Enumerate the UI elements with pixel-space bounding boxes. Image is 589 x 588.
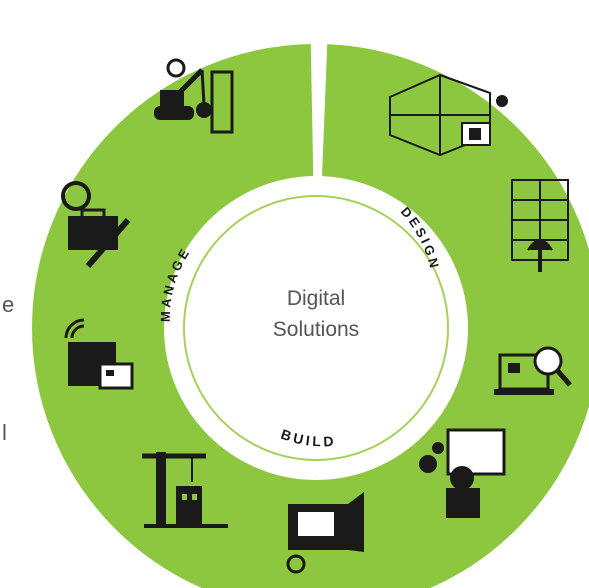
edge-fragment-lower: l [2, 420, 7, 445]
inner-disk [164, 176, 468, 480]
inner-ring [183, 195, 449, 461]
excavator-demolition-icon [154, 58, 234, 134]
center-line-1: Digital [287, 287, 345, 310]
building-sustainability-icon [511, 179, 569, 272]
laptop-analytics-icon [494, 346, 572, 395]
smart-building-iot-icon [64, 318, 134, 390]
building-design-3d-icon [389, 73, 508, 157]
crane-construction-icon [142, 452, 228, 528]
edge-fragment-upper: e [2, 292, 15, 317]
engineer-whiteboard-icon [419, 428, 506, 518]
center-line-2: Solutions [273, 318, 359, 341]
prefab-module-icon [286, 492, 364, 574]
toolbox-recycle-icon [61, 181, 131, 268]
